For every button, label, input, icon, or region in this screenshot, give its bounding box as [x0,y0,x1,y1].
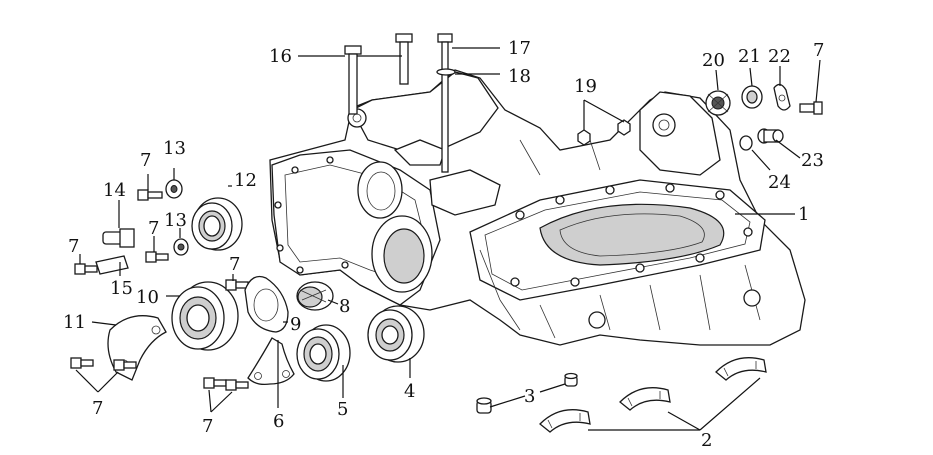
bearing-shell-2-b [619,387,671,411]
label-4: 4 [404,381,415,402]
label-11: 11 [63,312,86,333]
label-7-top-right: 7 [813,40,824,61]
label-7-upper-left: 7 [140,150,151,171]
bolt-7-topright [799,101,823,115]
label-8: 8 [339,296,350,317]
label-3: 3 [524,386,535,407]
washer-24 [739,135,753,151]
bearing-5 [296,324,351,382]
dowel-3-a [476,397,492,414]
label-22: 22 [768,46,791,67]
bearing-10 [171,281,239,351]
label-24: 24 [768,172,791,193]
label-19: 19 [574,76,597,97]
label-13-lower: 13 [164,210,187,231]
bolt-7-far-left [74,263,98,275]
label-20: 20 [702,50,725,71]
bolt-7-upper-left [137,189,163,201]
label-15: 15 [110,278,133,299]
plug-23 [757,128,784,144]
label-14: 14 [103,180,126,201]
label-7-gasket: 7 [229,254,240,275]
label-7-lower-mid: 7 [202,416,213,437]
bearing-12 [191,197,243,251]
label-7-lower-left: 7 [92,398,103,419]
bearing-20 [705,90,731,116]
bolt-7-gasket [225,279,249,291]
label-1: 1 [798,204,809,225]
label-6: 6 [273,411,284,432]
bolt-16-a [344,45,362,115]
gasket-9 [244,275,289,333]
label-23: 23 [801,150,824,171]
bolt-17 [437,33,453,173]
bearing-shell-2-c [715,357,767,381]
bolt-7-mid-left [145,251,169,263]
label-16: 16 [269,46,292,67]
bolt-7-lower-mid-a [203,377,227,389]
bolt-16-b [395,33,413,85]
label-7-far-left: 7 [68,236,79,257]
leader-lines [75,47,821,431]
label-18: 18 [508,66,531,87]
label-9: 9 [290,314,301,335]
label-10: 10 [136,287,159,308]
label-17: 17 [508,38,531,59]
bolt-7-lower-mid-b [225,379,249,391]
nut-19-b [617,119,631,136]
stud-14 [102,228,135,248]
washer-13-b [173,238,189,256]
needle-bearing-8 [296,281,334,311]
label-2: 2 [701,430,712,451]
bolt-7-lower-left-a [70,357,94,369]
label-5: 5 [337,399,348,420]
crankcase-housing [269,69,806,346]
bolt-7-lower-left-b [113,359,137,371]
dowel-3-b [564,372,578,387]
label-13-upper: 13 [163,138,186,159]
clip-22 [773,83,791,111]
bearing-4 [367,305,425,363]
pin-15 [95,255,129,275]
nut-19-a [577,129,591,146]
seal-21 [741,85,763,109]
washer-18 [436,68,456,76]
label-7-mid-left: 7 [148,218,159,239]
washer-13-a [165,179,183,199]
bearing-shell-2-a [539,409,591,433]
label-12: 12 [234,170,257,191]
label-21: 21 [738,46,761,67]
retainer-plate-6 [247,337,295,386]
